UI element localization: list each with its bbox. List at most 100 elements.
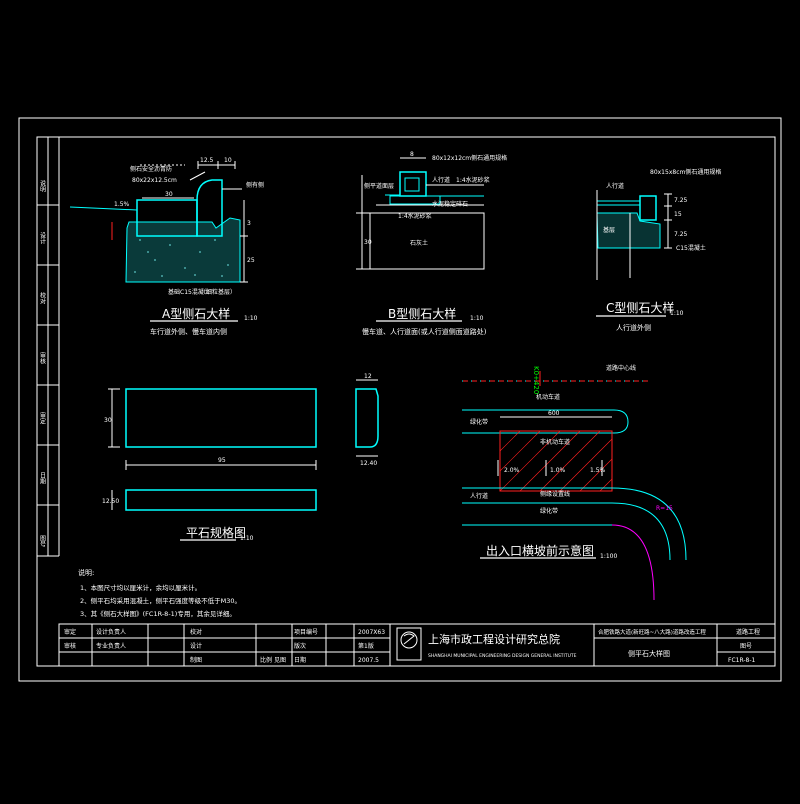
label-b-slab: 80x12x12cm侧石通用规格 [432, 154, 507, 162]
tb-designer: 设计 [190, 642, 202, 650]
institute-name-en: SHANGHAI MUNICIPAL ENGINEERING DESIGN GE… [428, 653, 577, 659]
tb-drafter: 制图 [190, 656, 202, 664]
label-b-dim-top: 8 [410, 151, 414, 158]
flat-dim-bottom: 12.40 [360, 460, 377, 467]
scale-plan: 1:100 [600, 553, 617, 560]
scale-c: 1:10 [670, 310, 684, 317]
revision-label: 审核 [39, 351, 46, 365]
label-a-dim-side: 3 [247, 220, 251, 227]
institute-logo-icon [396, 627, 422, 661]
tb-scale-label: 比例 [260, 656, 272, 664]
label-a-base-note: 基础C15混凝土 [168, 288, 210, 296]
subtitle-c: 人行道外侧 [616, 323, 651, 332]
label-b-edge: 侧平道面层 [364, 182, 394, 190]
detail-c-curb: 人行道 80x15x8cm侧石通用规格 基层 C15混凝土 7.25 15 7.… [596, 168, 721, 332]
label-a-dim-top-a: 12.5 [200, 157, 214, 164]
tb-project-no-label: 项目编号 [294, 628, 318, 636]
flat-dim-thick: 12.50 [102, 498, 119, 505]
label-a-base-note2: （细粒基层） [200, 288, 236, 296]
label-a-slope: 1.5% [114, 201, 130, 208]
plan-slope-mid: 1.0% [550, 467, 566, 474]
note-item: 1、本图尺寸均以厘米计，余均以厘米计。 [80, 583, 201, 592]
tb-drawing-no: FC1R-8-1 [728, 657, 756, 664]
tb-discipline: 道路工程 [736, 628, 760, 636]
tb-project-no: 2007X63 [358, 629, 385, 636]
flat-dim-top: 12 [364, 373, 372, 380]
revision-label: 说明 [39, 179, 46, 193]
tb-specialty-lead: 专业负责人 [96, 642, 126, 650]
entrance-plan: K0+420 道路中心线 机动车道 绿化带 600 非机动车道 2.0% 1.0… [462, 364, 687, 601]
plan-lane: 机动车道 [536, 393, 560, 401]
label-a-mortar: 80x22x12.5cm [132, 177, 177, 184]
detail-a-curb: 侧石安全沥青防 80x22x12.5cm 侧有侧 1.5% 12.5 10 30… [69, 157, 264, 336]
label-b-soil: 石灰土 [410, 239, 428, 247]
label-b-mortar: 1:4水泥砂浆 [456, 176, 490, 184]
revision-label: 校对 [39, 291, 46, 304]
label-b-mortar2: 1:4水泥砂浆 [398, 212, 432, 220]
tb-drawing-name: 侧平石大样图 [628, 649, 670, 658]
plan-slope-right: 1.5% [590, 467, 606, 474]
label-b-asphalt: 水泥稳定碎石 [432, 200, 468, 208]
plan-slope-left: 2.0% [504, 467, 520, 474]
tb-check: 审核 [64, 642, 76, 650]
subtitle-b: 慢车道、人行道面(或人行道侧面道路处) [362, 327, 487, 336]
flat-dim-height: 30 [104, 417, 112, 424]
plan-walk: 人行道 [470, 492, 488, 500]
tb-checker: 校对 [190, 628, 202, 636]
tb-date-label: 日期 [294, 656, 306, 664]
plan-entrance: 非机动车道 [540, 438, 570, 446]
notes-block: 说明: 1、本图尺寸均以厘米计，余均以厘米计。 2、侧平石均采用混凝土，侧平石强… [78, 568, 241, 618]
label-c-walk: 人行道 [606, 182, 624, 190]
outer-frame [18, 117, 782, 682]
revision-label: 日期 [39, 472, 46, 485]
title-a: A型侧石大样 [162, 306, 230, 321]
label-a-tag-right: 侧有侧 [246, 181, 264, 189]
tb-scale: 见图 [274, 657, 286, 664]
flat-dim-length: 95 [218, 457, 226, 464]
detail-b-curb: 8 80x12x12cm侧石通用规格 人行道 1:4水泥砂浆 侧平道面层 水泥稳… [356, 151, 507, 336]
title-block: 审定 审核 设计负责人 专业负责人 校对 设计 制图 项目编号 2007X63 … [58, 623, 776, 667]
revision-label: 审定 [39, 411, 46, 425]
subtitle-a: 车行道外侧、慢车道内侧 [150, 327, 227, 336]
label-c-dim-a: 7.25 [674, 197, 688, 204]
note-item: 3、其《侧石大样图》(FC1R-8-1)专用，其余见详细。 [80, 609, 236, 618]
plan-green-bottom: 绿化带 [540, 507, 558, 515]
scale-flat: 1:10 [240, 535, 254, 542]
institute-name-cn: 上海市政工程设计研究总院 [428, 632, 560, 646]
plan-centerline: 道路中心线 [606, 364, 636, 372]
plan-green-left: 绿化带 [470, 418, 488, 426]
detail-flat-stone: 30 95 12.50 12 12.40 平石规格图 1:10 [102, 373, 379, 542]
tb-project: 合肥铁路大道(新旺路~八大路)道路改造工程 [598, 628, 706, 636]
label-a-dim-lower: 25 [247, 257, 255, 264]
plan-bottom-box: 侧缘设置线 [540, 490, 570, 498]
label-a-dim-mid: 30 [165, 191, 173, 198]
label-a-dim-top-b: 10 [224, 157, 232, 164]
notes-heading: 说明: [78, 568, 94, 577]
tb-drawing-no-label: 图号 [740, 643, 752, 650]
tb-edition: 第1版 [358, 642, 374, 650]
label-b-walk: 人行道 [432, 176, 450, 184]
title-flat: 平石规格图 [186, 525, 246, 540]
tb-approve: 审定 [64, 628, 76, 636]
note-item: 2、侧平石均采用混凝土，侧平石强度等级不低于M30。 [80, 596, 241, 605]
title-plan: 出入口横坡前示意图 [486, 543, 594, 558]
revision-label: 图号 [39, 535, 46, 548]
plan-radius: R=15 [656, 505, 673, 512]
scale-a: 1:10 [244, 315, 258, 322]
scale-b: 1:10 [470, 315, 484, 322]
title-c: C型侧石大样 [606, 300, 674, 315]
label-c-base: 基层 [603, 226, 615, 234]
revision-strip: 说明 设计 校对 审核 审定 日期 图号 [37, 137, 60, 557]
plan-dim-600: 600 [548, 410, 560, 417]
label-c-dim-b: 15 [674, 211, 682, 218]
label-c-dim-c: 7.25 [674, 231, 688, 238]
tb-edition-label: 版次 [294, 642, 306, 650]
label-c-concrete: C15混凝土 [676, 244, 706, 252]
plan-station: K0+420 [532, 366, 540, 394]
label-b-dim-left: 30 [364, 239, 372, 246]
revision-label: 设计 [39, 231, 46, 245]
label-a-seal: 侧石安全沥青防 [130, 165, 172, 173]
label-c-slab: 80x15x8cm侧石通用规格 [650, 168, 721, 176]
